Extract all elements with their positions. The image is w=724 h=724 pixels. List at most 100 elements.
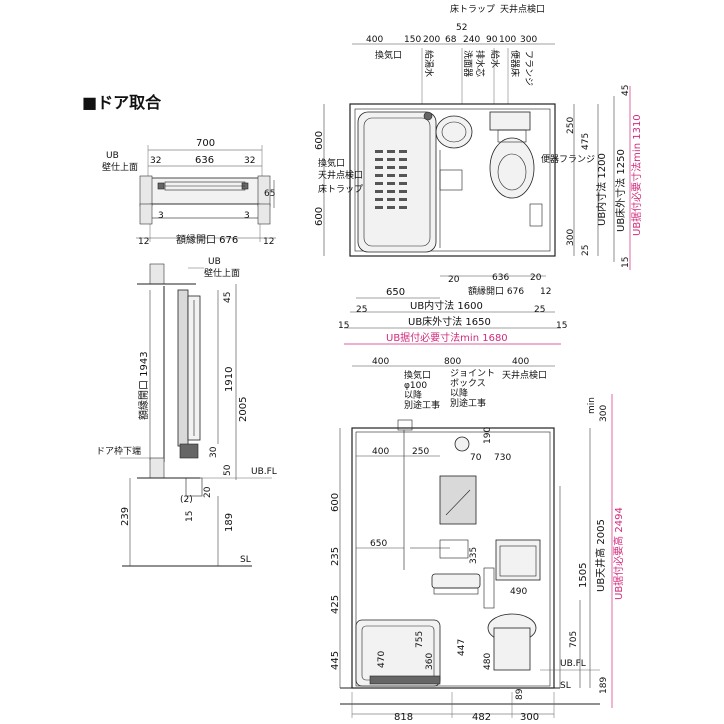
door-section-h-239: 239 bbox=[120, 507, 131, 526]
tub-texture bbox=[375, 150, 407, 209]
door-section-ub-2: 壁仕上面 bbox=[204, 267, 240, 279]
elev-dim-730: 730 bbox=[494, 453, 511, 463]
door-plan-width-total: 700 bbox=[196, 138, 215, 149]
door-section-h-2005: 2005 bbox=[238, 397, 249, 422]
elev-bottom-482: 482 bbox=[472, 712, 491, 723]
elev-left-600: 600 bbox=[330, 493, 341, 512]
plan-bottom-25a: 25 bbox=[356, 305, 367, 315]
plan-top-dim-0: 400 bbox=[366, 35, 383, 45]
plan-label-toilet-floor: 便器床 bbox=[509, 50, 521, 77]
elev-dim-705: 705 bbox=[569, 631, 579, 648]
elev-left-425: 425 bbox=[330, 595, 341, 614]
plan-left-label-vent: 換気口 bbox=[318, 157, 345, 169]
plan-bottom-opening: 額縁開口 676 bbox=[468, 285, 524, 297]
plan-left-dim-0: 600 bbox=[314, 131, 325, 150]
plan-flange-label: 便器フランジ bbox=[541, 153, 595, 165]
plan-right-dim-45: 45 bbox=[621, 85, 631, 96]
elev-dim-490: 490 bbox=[510, 587, 527, 597]
elev-right-top-300: 300 bbox=[599, 405, 609, 422]
door-section-h-20: 20 bbox=[203, 486, 213, 498]
door-section-h-15: 15 bbox=[185, 511, 195, 522]
plan-bottom-636: 636 bbox=[492, 273, 509, 283]
plan-bottom-12: 12 bbox=[540, 287, 551, 297]
plan-view: 床トラップ 天井点検口 52 400 150 200 68 240 90 100… bbox=[314, 3, 643, 345]
door-plan-opening: 額縁開口 676 bbox=[176, 233, 238, 246]
door-section: UB 壁仕上面 額縁開口 1943 45 1910 2005 30 50 UB.… bbox=[96, 257, 277, 567]
plan-ub-install-v: UB据付必要寸法min 1310 bbox=[630, 114, 643, 236]
elev-top-800: 800 bbox=[444, 357, 461, 367]
elev-dim-190: 190 bbox=[483, 427, 493, 444]
plan-top-dim-5: 90 bbox=[486, 35, 498, 45]
door-plan-right-12: 12 bbox=[263, 237, 274, 247]
plan-bottom-ub-install: UB据付必要寸法min 1680 bbox=[386, 331, 508, 344]
elev-bot-447: 447 bbox=[457, 639, 467, 656]
elev-bot-755: 755 bbox=[415, 631, 425, 648]
plan-floor-trap-top: 床トラップ bbox=[450, 3, 495, 15]
section-title: ■ドア取合 bbox=[82, 93, 162, 112]
elev-vent-phi: φ100 bbox=[404, 381, 427, 391]
elev-dim-400: 400 bbox=[372, 447, 389, 457]
elev-bot-360: 360 bbox=[425, 653, 435, 670]
plan-top-52: 52 bbox=[456, 23, 467, 33]
plan-label-water-supply: 給水 bbox=[489, 50, 501, 68]
door-plan: 700 636 32 32 UB 壁仕上面 65 3 3 12 12 額縁開口 … bbox=[102, 138, 276, 247]
elev-left-445: 445 bbox=[330, 651, 341, 670]
plan-right-dim-300: 300 bbox=[566, 229, 576, 246]
plan-left-label-ceiling: 天井点検口 bbox=[318, 169, 363, 181]
elev-vent-sep: 別途工事 bbox=[404, 399, 440, 411]
door-plan-width-inner: 636 bbox=[195, 155, 214, 166]
plan-ub-floor-outer: UB床外寸法 1250 bbox=[614, 149, 627, 232]
elev-joint-3: 以降 bbox=[450, 387, 468, 399]
plan-top-dim-4: 240 bbox=[463, 35, 480, 45]
plan-top-dim-6: 100 bbox=[499, 35, 516, 45]
plan-top-dim-1: 150 bbox=[404, 35, 421, 45]
elev-right-189: 189 bbox=[599, 677, 609, 694]
elev-left-235: 235 bbox=[330, 547, 341, 566]
elev-joint-1: ジョイント bbox=[450, 369, 495, 379]
plan-top-dim-2: 200 bbox=[423, 35, 440, 45]
plan-left-dim-1: 600 bbox=[314, 207, 325, 226]
door-section-ubfl: UB.FL bbox=[251, 467, 277, 477]
plan-bottom-20a: 20 bbox=[448, 275, 460, 285]
elev-dim-650: 650 bbox=[370, 539, 387, 549]
plan-right-dim-25: 25 bbox=[581, 245, 591, 256]
plan-top-dim-3: 68 bbox=[445, 35, 457, 45]
plan-right-dim-475: 475 bbox=[581, 133, 591, 150]
plan-label-drain-core: 排水芯 bbox=[474, 50, 486, 77]
elev-right-ceiling-height: UB天井高 2005 bbox=[594, 519, 607, 592]
elev-joint-2: ボックス bbox=[450, 378, 486, 389]
plan-bottom-25b: 25 bbox=[534, 305, 545, 315]
door-plan-ub-wall-1: UB bbox=[106, 151, 119, 161]
door-section-frame-bottom: ドア枠下端 bbox=[96, 445, 141, 457]
elev-dim-70: 70 bbox=[470, 453, 482, 463]
plan-ub-inner: UB内寸法 1200 bbox=[595, 153, 608, 226]
door-plan-side-left: 32 bbox=[150, 156, 161, 166]
elev-dim-335: 335 bbox=[469, 547, 479, 564]
elev-bottom-300: 300 bbox=[520, 712, 539, 723]
plan-label-flange: フランジ bbox=[523, 50, 534, 86]
door-section-opening-height: 額縁開口 1943 bbox=[137, 351, 150, 420]
door-plan-depth: 65 bbox=[264, 189, 275, 199]
plan-bottom-650: 650 bbox=[386, 287, 405, 298]
plan-label-vent: 換気口 bbox=[375, 49, 402, 61]
door-plan-right-3: 3 bbox=[244, 211, 250, 221]
door-section-sl: SL bbox=[240, 555, 251, 565]
door-section-note-2: (2) bbox=[180, 495, 193, 505]
elev-bot-89: 89 bbox=[515, 688, 525, 700]
elev-ceiling-hatch: 天井点検口 bbox=[502, 369, 547, 381]
elev-vent-after: 以降 bbox=[404, 389, 422, 401]
elevation-view: 400 800 400 換気口 φ100 以降 別途工事 ジョイント ボックス … bbox=[330, 357, 625, 723]
door-section-h-1910: 1910 bbox=[224, 367, 235, 392]
door-section-h-189: 189 bbox=[224, 513, 235, 532]
plan-label-hot-water: 給湯水 bbox=[423, 50, 435, 77]
elev-right-top: min bbox=[587, 397, 597, 414]
elev-vent-label: 換気口 bbox=[404, 369, 431, 381]
elev-top-400b: 400 bbox=[512, 357, 529, 367]
elev-joint-4: 別途工事 bbox=[450, 397, 486, 409]
door-plan-ub-wall-2: 壁仕上面 bbox=[102, 161, 138, 173]
plan-bottom-ub-inner: UB内寸法 1600 bbox=[410, 299, 483, 312]
door-section-h-50: 50 bbox=[223, 464, 233, 476]
elev-bottom-818: 818 bbox=[394, 712, 413, 723]
